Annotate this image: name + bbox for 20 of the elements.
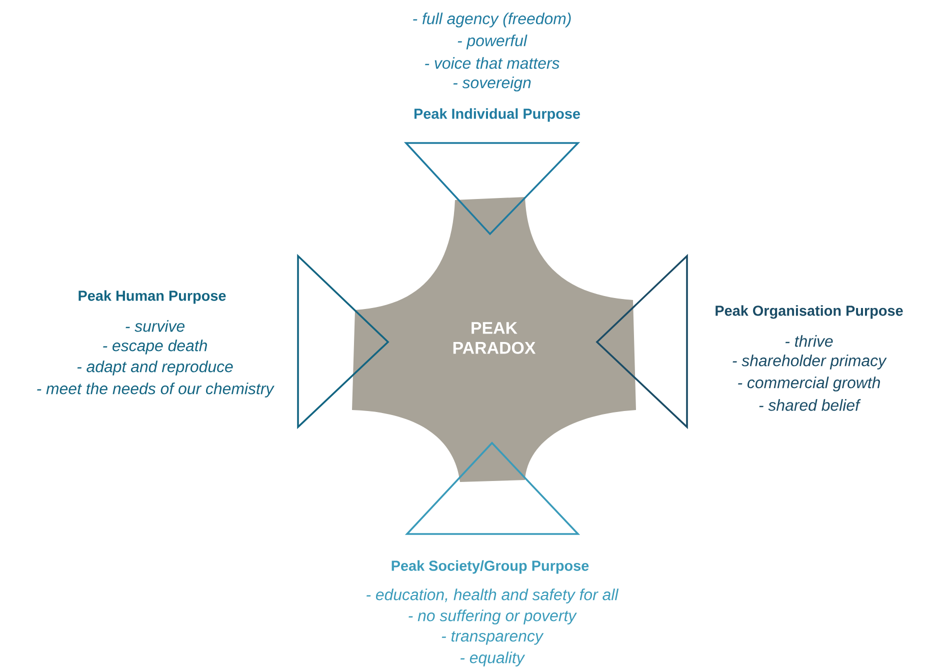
list-item: - survive	[126, 320, 184, 332]
list-item: - powerful	[458, 34, 528, 50]
list-item: - sovereign	[453, 76, 531, 92]
list-item: - thrive	[785, 335, 833, 347]
heading: Peak Human Purpose	[78, 290, 226, 304]
heading: Peak Organisation Purpose	[716, 305, 903, 319]
list-item: - commercial growth	[738, 376, 880, 392]
heading: Peak Society/Group Purpose	[392, 560, 589, 574]
list-item: - voice that matters	[425, 57, 560, 69]
list-item: - equality	[460, 652, 526, 666]
list-item: - no suffering or poverty	[408, 610, 577, 624]
list-item: - shared belief	[759, 399, 861, 411]
list-item: - education, health and safety for all	[366, 588, 619, 604]
list-item: - shareholder primacy	[732, 354, 887, 370]
list-item: - transparency	[442, 631, 544, 645]
list-item: - adapt and reproduce	[77, 360, 233, 376]
list-item: - meet the needs of our chemistry	[37, 382, 274, 398]
list-item: - escape death	[103, 340, 207, 354]
heading: Peak Individual Purpose	[414, 108, 580, 122]
list-item: - full agency (freedom)	[413, 12, 571, 28]
